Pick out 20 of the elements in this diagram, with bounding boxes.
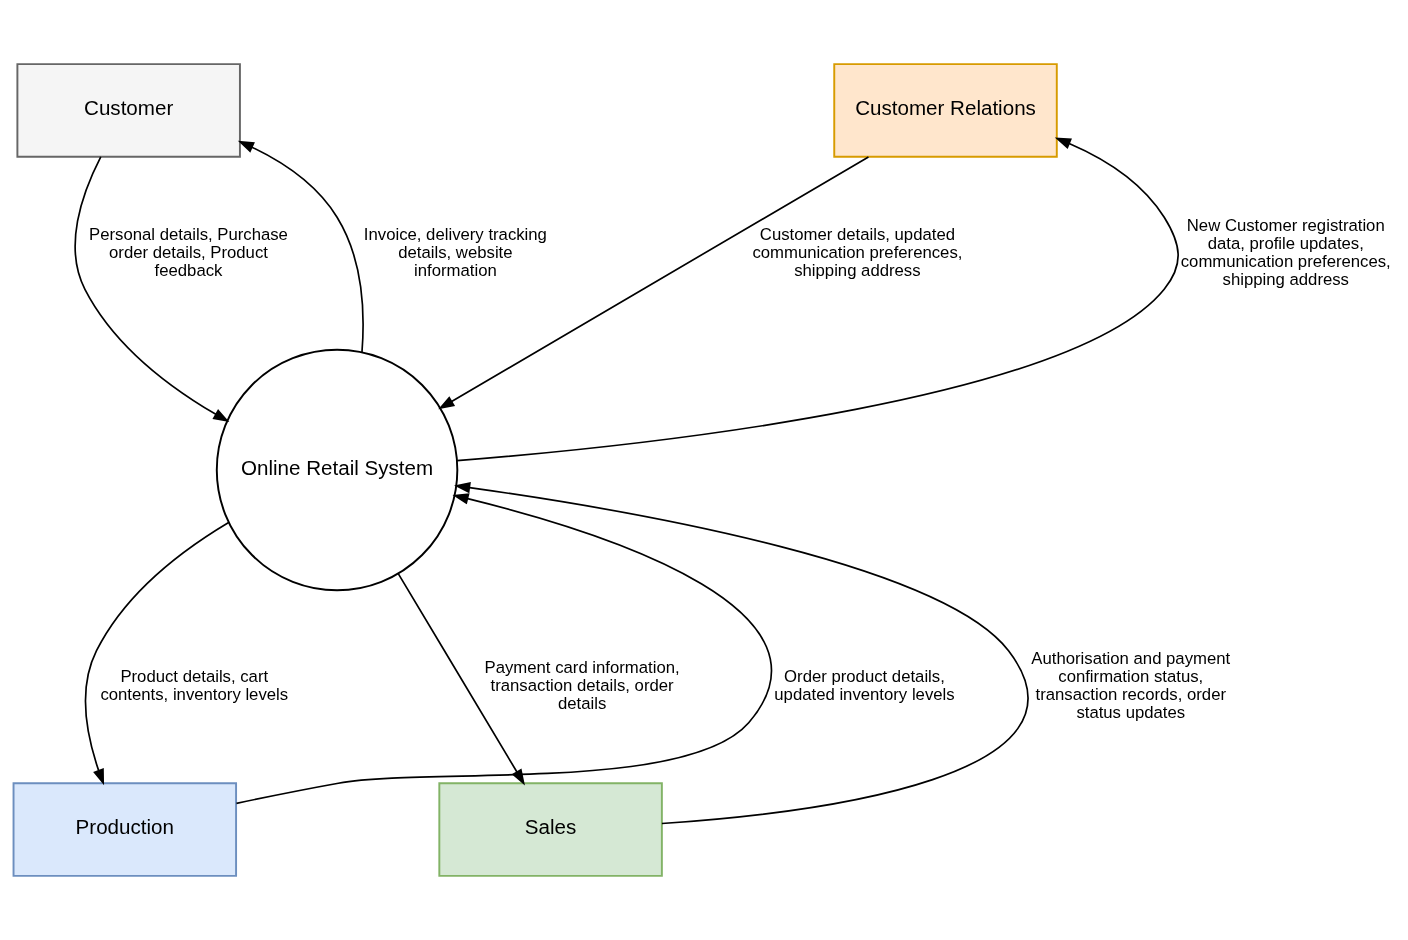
edge-label: Product details, cart contents, inventory levels <box>100 667 289 705</box>
node-box: Sales <box>438 782 663 877</box>
arrow <box>397 572 525 786</box>
arrow <box>438 156 870 410</box>
edge-label: New Customer registration data, profile updates, communication preferences, shipping address <box>1180 215 1391 289</box>
node-box: Customer Relations <box>833 63 1058 158</box>
arrow <box>235 493 773 805</box>
node-box: Customer <box>16 63 241 158</box>
arrow <box>454 482 1029 825</box>
arrow <box>237 140 364 353</box>
edge-label: Order product details, updated inventory levels <box>774 667 955 705</box>
edge-label: Personal details, Purchase order details, Product feedback <box>89 224 288 280</box>
edge-label: Customer details, updated communication preferences, shipping address <box>752 224 963 280</box>
arrow <box>74 156 230 422</box>
edge-label: Invoice, delivery tracking details, website information <box>363 224 547 280</box>
arrow <box>456 137 1179 462</box>
node-box: Production <box>12 782 238 877</box>
edge-label: Payment card information, transaction details, order details <box>484 658 680 714</box>
edge-label: Authorisation and payment confirmation status, transaction records, order status updates <box>1031 649 1231 723</box>
arrow <box>84 521 230 786</box>
